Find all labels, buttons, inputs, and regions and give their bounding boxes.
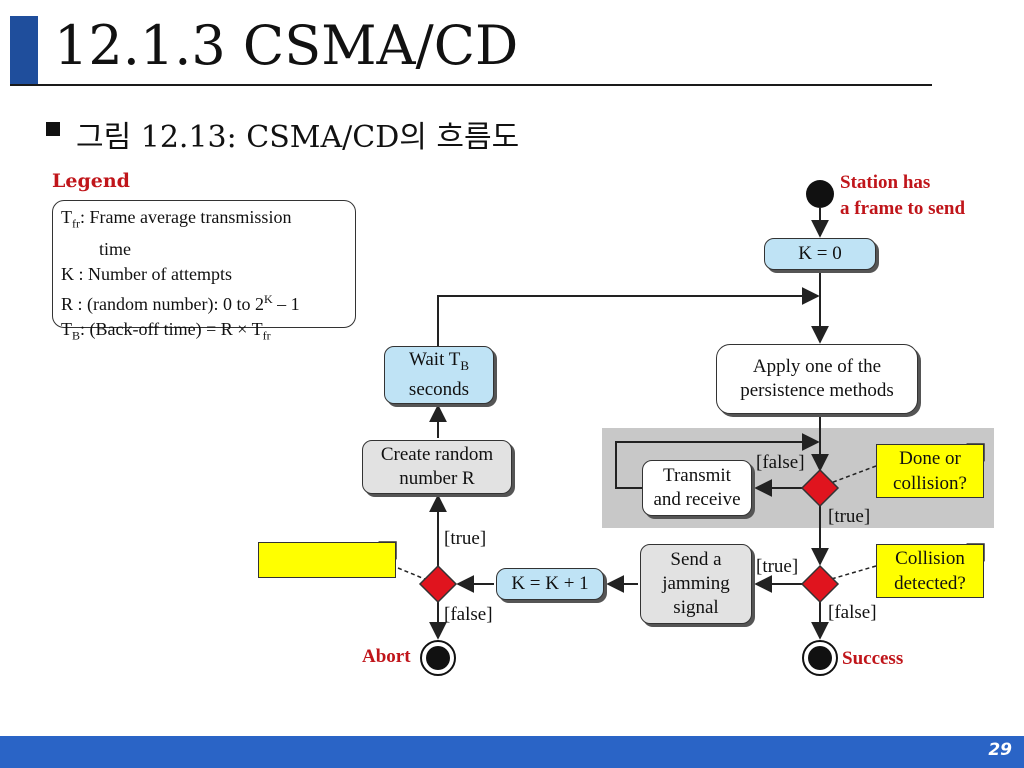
collision-decision (800, 564, 840, 604)
legend-title: Legend (52, 170, 130, 192)
success-label: Success (842, 648, 904, 669)
done-or-collision-note: Done or collision? (876, 444, 984, 498)
create-random-node: Create random number R (362, 440, 512, 494)
guard-true-done: [true] (828, 506, 871, 527)
page-number: 29 (988, 740, 1012, 760)
slide-title: 12.1.3 CSMA/CD (54, 14, 519, 77)
legend-line-tb: TB: (Back-off time) = R × Tfr (61, 318, 271, 343)
k-increment-node: K = K + 1 (496, 568, 604, 600)
k-zero-node: K = 0 (764, 238, 876, 270)
guard-false-attempts: [false] (444, 604, 493, 625)
guard-true-collision: [true] (756, 556, 799, 577)
success-node-inner (808, 646, 832, 670)
abort-node-inner (426, 646, 450, 670)
apply-persistence-node: Apply one of the persistence methods (716, 344, 918, 414)
title-underline (10, 84, 932, 86)
legend-line-k: K : Number of attempts (61, 263, 232, 284)
attempts-decision (418, 564, 458, 604)
transmit-receive-node: Transmit and receive (642, 460, 752, 516)
guard-true-attempts: [true] (444, 528, 487, 549)
jamming-signal-node: Send a jamming signal (640, 544, 752, 624)
done-decision (800, 468, 840, 508)
legend-line-tfr: Tfr: Frame average transmission (61, 207, 292, 231)
legend-box: Tfr: Frame average transmission time K :… (52, 200, 356, 342)
legend-line-tfr-cont: time (99, 238, 131, 259)
start-label: Station has a frame to send (840, 172, 966, 219)
guard-false-collision: [false] (828, 602, 877, 623)
bullet-icon (46, 122, 60, 136)
slide-subtitle: 그림 12.13: CSMA/CD의 흐름도 (76, 120, 520, 155)
start-node (806, 180, 834, 208)
footer-bar (0, 736, 1024, 768)
guard-false-done: [false] (756, 452, 805, 473)
abort-label: Abort (362, 646, 411, 667)
empty-note (258, 542, 396, 578)
legend-line-r: R : (random number): 0 to 2K – 1 (61, 291, 300, 314)
title-accent-bar (10, 16, 38, 86)
wait-backoff-node: Wait TB seconds (384, 346, 494, 404)
collision-detected-note: Collision detected? (876, 544, 984, 598)
